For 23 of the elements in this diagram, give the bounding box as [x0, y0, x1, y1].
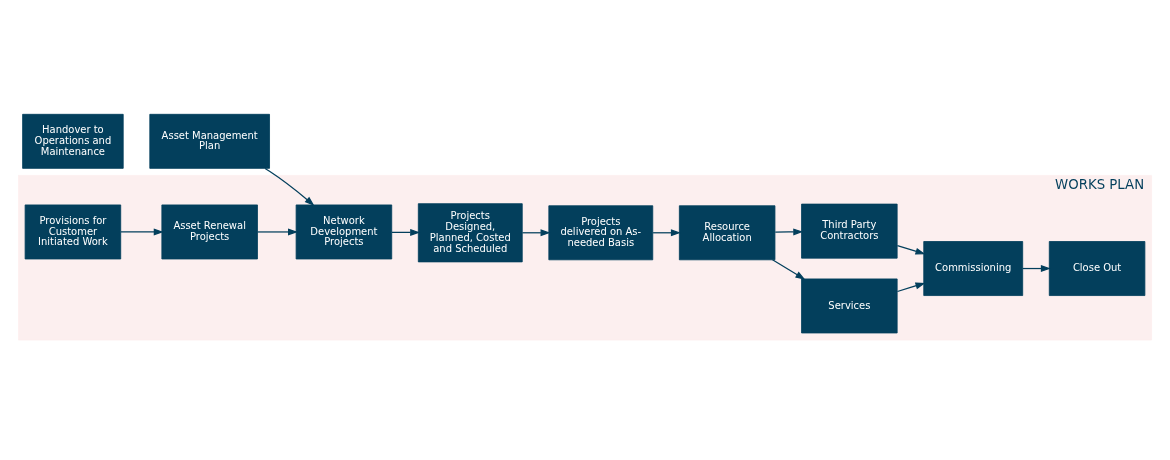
node-box: Commissioning — [923, 240, 1024, 296]
node-box: Projects Designed, Planned, Costed and Scheduled — [417, 202, 523, 262]
node-box: Close Out — [1048, 240, 1146, 296]
arrow — [771, 258, 806, 280]
arrow — [896, 244, 926, 255]
arrow — [652, 228, 681, 236]
arrow — [774, 227, 804, 235]
node-box: Handover to Operations and Maintenance — [22, 113, 124, 169]
arrow — [264, 167, 315, 206]
arrow — [1022, 264, 1051, 272]
node-box: Asset Management Plan — [149, 113, 270, 169]
node-box: Provisions for Customer Initiated Work — [24, 204, 122, 259]
node-box: Asset Renewal Projects — [161, 204, 258, 259]
node-box: Projects delivered on As-needed Basis — [548, 204, 654, 260]
node-box: Network Development Projects — [295, 204, 393, 259]
node-box: Resource Allocation — [678, 204, 776, 260]
node-box: Services — [801, 278, 898, 333]
node-box: Third Party Contractors — [801, 203, 898, 259]
arrow — [391, 228, 421, 236]
arrow — [257, 227, 298, 235]
arrow — [521, 228, 551, 236]
arrow — [896, 282, 926, 292]
arrow — [120, 227, 164, 235]
